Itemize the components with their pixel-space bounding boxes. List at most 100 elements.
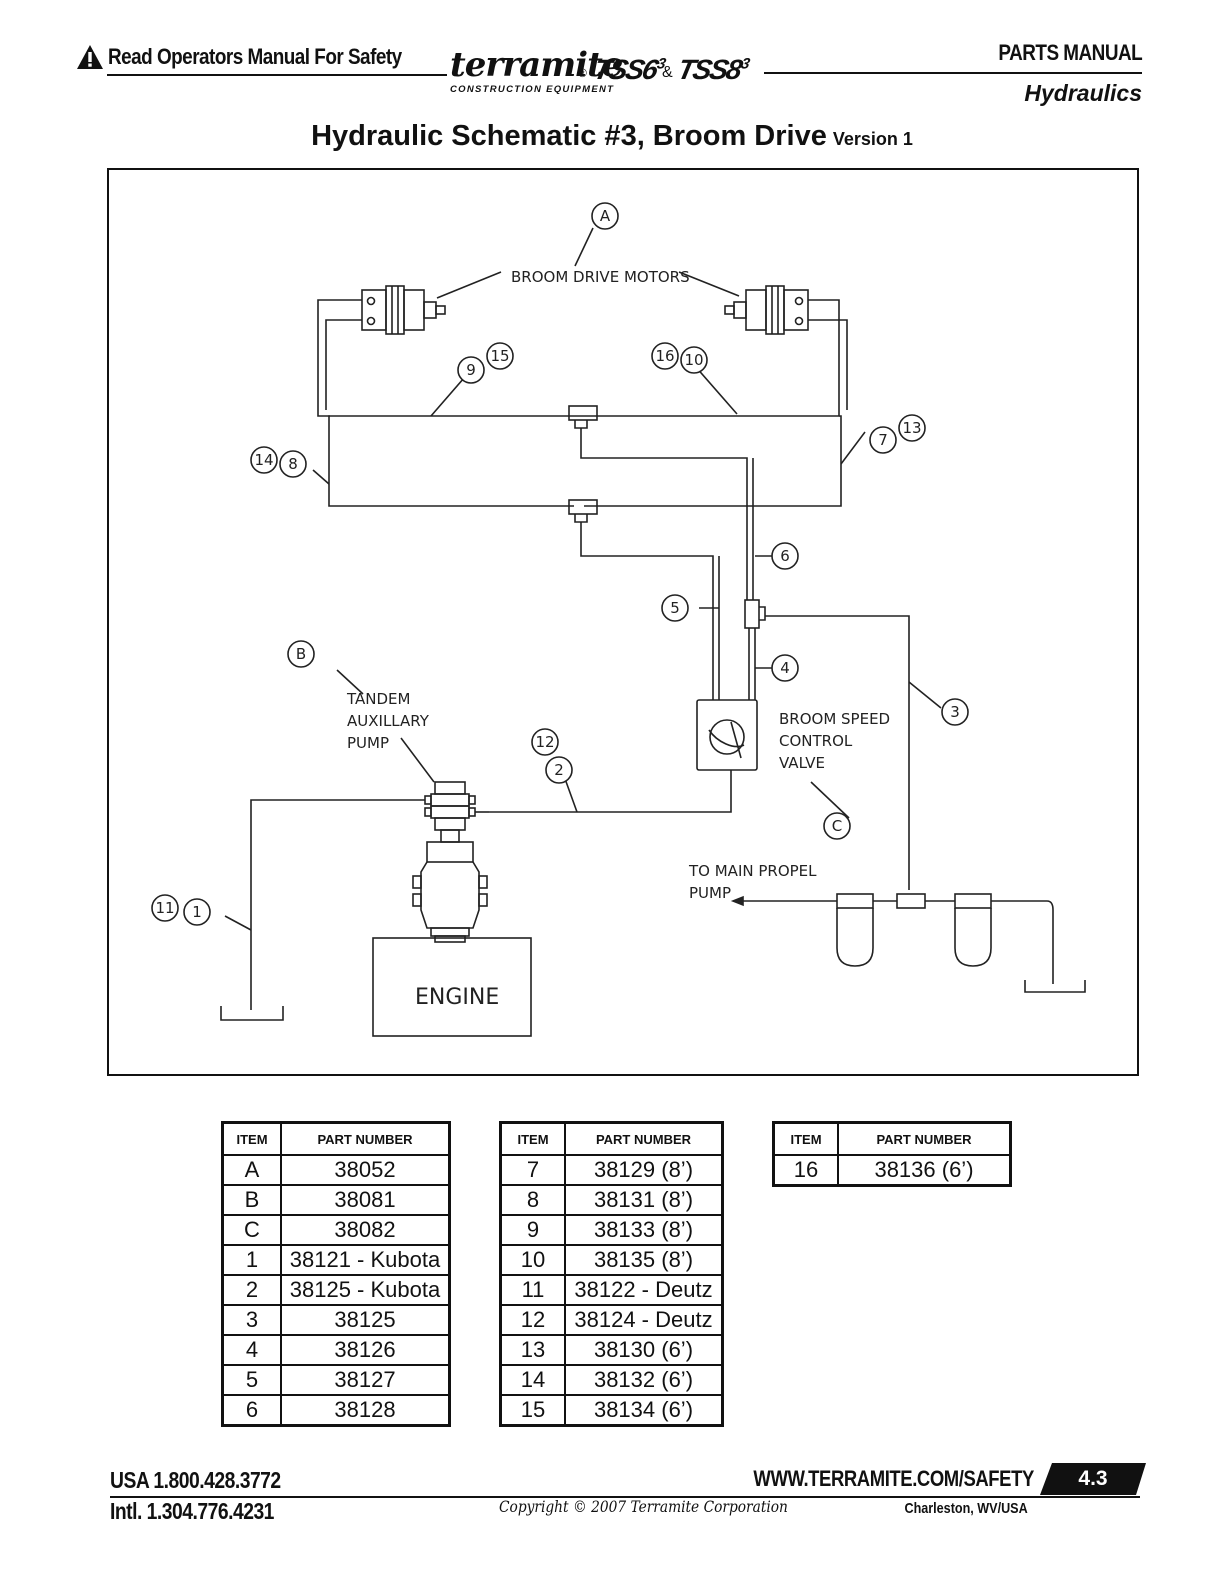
part-number-cell: 38132 (6’) — [564, 1364, 724, 1396]
label-propel-pump: PUMP — [689, 884, 731, 902]
safety-text: Read Operators Manual For Safety — [108, 44, 402, 69]
label-to-main-propel: TO MAIN PROPEL — [688, 862, 817, 880]
item-cell: C — [221, 1214, 282, 1246]
item-cell: 10 — [499, 1244, 566, 1276]
callout-15: 15 — [490, 347, 509, 365]
part-number-cell: 38134 (6’) — [564, 1394, 724, 1427]
intl-phone: Intl. 1.304.776.4231 — [110, 1498, 274, 1524]
section-title: PARTS MANUAL — [998, 40, 1142, 65]
label-pump: PUMP — [347, 734, 389, 752]
item-cell: 16 — [772, 1154, 839, 1187]
model-tss8: TSS83 — [674, 54, 750, 85]
callout-14: 14 — [254, 451, 273, 469]
page-number-badge: 4.3 — [1040, 1463, 1146, 1495]
callout-1: 1 — [192, 903, 202, 921]
model-ampersand: & — [662, 64, 673, 81]
item-cell: 7 — [499, 1154, 566, 1186]
callout-c: C — [832, 817, 842, 835]
part-number-cell: 38136 (6’) — [837, 1154, 1012, 1187]
part-number-cell: 38129 (8’) — [564, 1154, 724, 1186]
callout-11: 11 — [155, 899, 174, 917]
label-broom-drive-motors: BROOM DRIVE MOTORS — [511, 268, 690, 286]
terramite-logo: terramite ® CONSTRUCTION EQUIPMENT TSS63… — [450, 48, 762, 98]
logo-brand: terramite — [450, 45, 623, 85]
callout-a: A — [600, 207, 611, 225]
safety-website-link[interactable]: WWW.TERRAMITE.COM/SAFETY — [753, 1466, 1035, 1491]
header-rule-left — [107, 74, 447, 76]
column-header-item: ITEM — [499, 1121, 566, 1156]
item-cell: 9 — [499, 1214, 566, 1246]
callout-3: 3 — [950, 703, 960, 721]
item-cell: 6 — [221, 1394, 282, 1427]
callout-4: 4 — [780, 659, 790, 677]
part-number-cell: 38135 (8’) — [564, 1244, 724, 1276]
header-rule-right — [764, 72, 1142, 74]
part-number-cell: 38126 — [280, 1334, 451, 1366]
broom-motor-left — [361, 285, 446, 335]
item-cell: 3 — [221, 1304, 282, 1336]
footer-rule — [110, 1496, 1140, 1498]
callout-13: 13 — [902, 419, 921, 437]
column-header-item: ITEM — [772, 1121, 839, 1156]
registered-mark-icon: ® — [578, 66, 587, 80]
part-number-cell: 38125 — [280, 1304, 451, 1336]
callout-7: 7 — [878, 431, 888, 449]
page-title-version: Version 1 — [832, 129, 913, 149]
item-cell: 8 — [499, 1184, 566, 1216]
warning-triangle-icon — [77, 45, 103, 69]
column-header-part-number: PART NUMBER — [837, 1121, 1012, 1156]
callout-8: 8 — [288, 455, 298, 473]
subsection-title: Hydraulics — [1024, 80, 1142, 106]
item-cell: 13 — [499, 1334, 566, 1366]
logo-subtitle: CONSTRUCTION EQUIPMENT — [450, 84, 615, 95]
page-title-main: Hydraulic Schematic #3, Broom Drive — [311, 120, 827, 152]
callout-9: 9 — [466, 361, 476, 379]
part-number-cell: 38131 (8’) — [564, 1184, 724, 1216]
column-header-item: ITEM — [221, 1121, 282, 1156]
callout-6: 6 — [780, 547, 790, 565]
item-cell: B — [221, 1184, 282, 1216]
part-number-cell: 38121 - Kubota — [280, 1244, 451, 1276]
label-valve: VALVE — [779, 754, 825, 772]
part-number-cell: 38128 — [280, 1394, 451, 1427]
part-number-cell: 38081 — [280, 1184, 451, 1216]
part-number-cell: 38130 (6’) — [564, 1334, 724, 1366]
item-cell: A — [221, 1154, 282, 1186]
item-cell: 1 — [221, 1244, 282, 1276]
label-auxillary: AUXILLARY — [347, 712, 430, 730]
item-cell: 4 — [221, 1334, 282, 1366]
label-broom-speed: BROOM SPEED — [779, 710, 890, 728]
callout-b: B — [296, 645, 306, 663]
part-number-cell: 38122 - Deutz — [564, 1274, 724, 1306]
broom-motor-right — [724, 285, 809, 335]
item-cell: 14 — [499, 1364, 566, 1396]
part-number-cell: 38052 — [280, 1154, 451, 1186]
callout-2: 2 — [554, 761, 564, 779]
location: Charleston, WV/USA — [904, 1500, 1028, 1517]
part-number-cell: 38125 - Kubota — [280, 1274, 451, 1306]
callout-16: 16 — [655, 347, 674, 365]
page-number: 4.3 — [1078, 1467, 1108, 1490]
label-tandem: TANDEM — [346, 690, 410, 708]
item-cell: 5 — [221, 1364, 282, 1396]
model-tss6: TSS63 — [590, 54, 666, 85]
